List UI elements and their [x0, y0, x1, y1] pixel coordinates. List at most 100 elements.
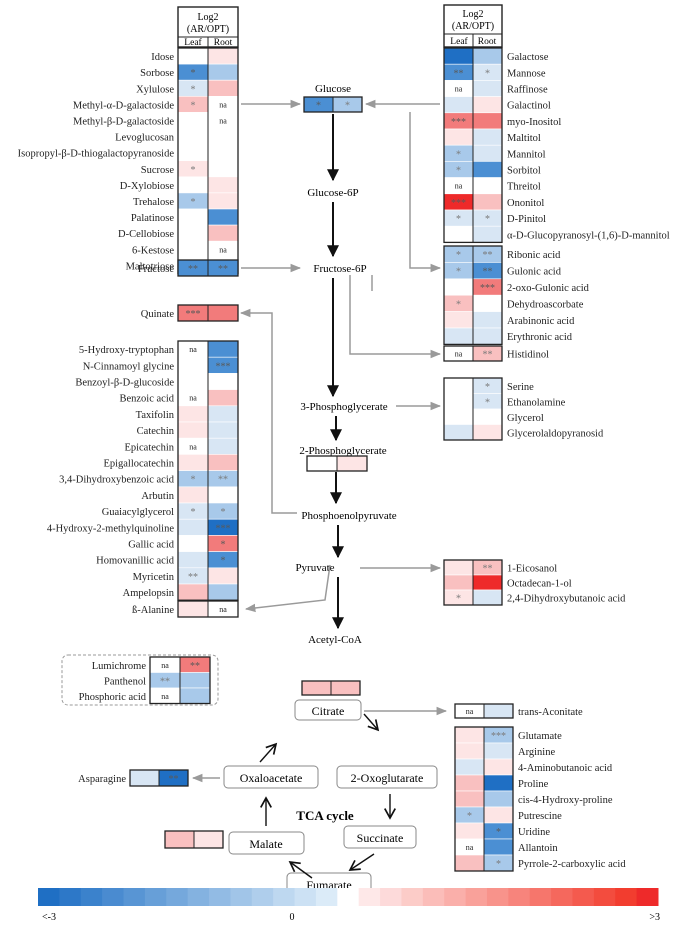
metabolite-label: Epigallocatechin — [103, 459, 174, 470]
metabolite-label: Trehalose — [133, 197, 174, 208]
significance-marker: * — [485, 214, 490, 225]
node-malate: Malate — [228, 831, 305, 855]
heatmap-row: Galactose — [443, 47, 549, 65]
heatmap-alanine: naß-Alanine — [132, 600, 239, 618]
root-cell — [472, 96, 503, 114]
heatmap-malate — [164, 830, 224, 849]
metabolite-label: Fructose — [138, 264, 175, 275]
heatmap-acids_right: ***Ribonic acid***Gulonic acid***2-oxo-G… — [443, 245, 590, 346]
root-cell — [207, 79, 239, 97]
heatmap-row: D-Xylobiose — [120, 176, 239, 194]
legend-swatch — [123, 888, 146, 906]
metabolite-label: Idose — [151, 52, 174, 63]
na-marker: na — [161, 692, 169, 701]
metabolite-label: D-Cellobiose — [118, 229, 174, 240]
significance-marker: * — [221, 556, 226, 567]
heatmap-row: **Guaiacylglycerol — [102, 502, 239, 520]
metabolite-label: Histidinol — [507, 350, 549, 361]
legend-max-label: >3 — [649, 912, 660, 923]
metabolite-label: Gulonic acid — [507, 267, 562, 278]
leaf-cell — [177, 47, 209, 65]
heatmap-row: *Sorbose — [140, 63, 239, 81]
leaf-cell — [177, 356, 209, 374]
metabolite-label: Panthenol — [104, 676, 146, 687]
metabolite-label: Proline — [518, 779, 549, 790]
root-cell — [207, 144, 239, 162]
significance-marker: *** — [186, 309, 201, 320]
na-marker: na — [466, 843, 474, 852]
significance-marker: * — [467, 811, 472, 822]
heatmap-row: ***myo-Inositol — [443, 112, 561, 130]
header-left: Log2 (AR/OPT) Leaf Root — [177, 6, 239, 48]
heatmap-phosphoglycerate2 — [306, 455, 368, 472]
heatmap-row: cis-4-Hydroxy-proline — [454, 790, 613, 808]
heatmap-row: **Panthenol — [104, 672, 211, 689]
leaf-cell — [177, 518, 209, 536]
legend-swatch — [508, 888, 531, 906]
header-left-title: Log2 — [197, 12, 218, 23]
metabolite-label: α-D-Glucopyranosyl-(1,6)-D-mannitol — [507, 230, 670, 241]
legend-swatch — [572, 888, 595, 906]
node-2-phosphoglycerate: 2-Phosphoglycerate — [299, 445, 386, 457]
heatmap-tables: Idose*Sorbose*Xylulose*naMethyl-α-D-gala… — [18, 47, 670, 872]
heatmap-row: *Homovanillic acid — [96, 551, 239, 569]
root-cell — [472, 225, 503, 243]
na-marker: na — [219, 245, 227, 254]
heatmap-row: ***3,4-Dihydroxybenzoic acid — [59, 470, 239, 488]
header-right-col-leaf: Leaf — [450, 36, 468, 47]
node-oxaloacetate: Oxaloacetate — [223, 765, 319, 789]
root-cell — [207, 389, 239, 407]
root-cell — [207, 340, 239, 358]
legend-swatch — [593, 888, 616, 906]
heatmap-sugars_left: Idose*Sorbose*Xylulose*naMethyl-α-D-gala… — [18, 47, 239, 275]
header-left-subtitle: (AR/OPT) — [187, 24, 229, 35]
heatmap-row: Maltitol — [443, 128, 541, 146]
root-cell — [330, 680, 361, 696]
metabolite-label: Ampelopsin — [123, 588, 175, 599]
metabolite-label: 4-Aminobutanoic acid — [518, 763, 613, 774]
heatmap-row: *Xylulose — [136, 79, 239, 97]
heatmap-phenolics: na5-Hydroxy-tryptophan***N-Cinnamoyl gly… — [47, 340, 239, 601]
metabolite-label: 4-Hydroxy-2-methylquinoline — [47, 523, 174, 534]
metabolite-label: 6-Kestose — [132, 245, 174, 256]
heatmap-row: *Dehydroascorbate — [443, 294, 584, 312]
legend-swatch — [294, 888, 317, 906]
oxoglutarate-label: 2-Oxoglutarate — [351, 771, 424, 785]
node-glucose: Glucose — [315, 83, 351, 95]
heatmap-row: na**Lumichrome — [92, 656, 211, 673]
metabolite-label: Erythronic acid — [507, 332, 573, 343]
significance-marker: ** — [483, 250, 493, 261]
na-marker: na — [455, 350, 463, 359]
root-cell — [207, 128, 239, 145]
heatmap-row: Galactinol — [443, 96, 551, 114]
significance-marker: *** — [451, 117, 466, 128]
significance-marker: * — [485, 68, 490, 79]
heatmap-row: Taxifolin — [136, 405, 239, 423]
legend-zero-label: 0 — [290, 912, 295, 923]
metabolite-label: Lumichrome — [92, 661, 147, 672]
root-cell — [207, 47, 239, 65]
significance-marker: * — [191, 475, 196, 486]
heatmap-row: *Ethanolamine — [443, 393, 566, 410]
significance-marker: ** — [218, 475, 228, 486]
na-marker: na — [219, 116, 227, 125]
metabolite-label: Asparagine — [78, 774, 126, 785]
heatmap-row: Idose — [151, 47, 239, 65]
heatmap-row: ***Gulonic acid — [443, 262, 562, 280]
heatmap-row: ****Fructose — [138, 259, 239, 277]
significance-marker: * — [456, 149, 461, 160]
root-cell — [207, 567, 239, 585]
na-marker: na — [189, 442, 197, 451]
metabolite-label: Isopropyl-β-D-thiogalactopyranoside — [18, 149, 175, 160]
significance-marker: * — [456, 299, 461, 310]
root-cell — [483, 703, 514, 719]
pathway-arrows — [327, 114, 344, 630]
metabolite-label: trans-Aconitate — [518, 707, 583, 718]
heatmap-row: naß-Alanine — [132, 600, 239, 618]
